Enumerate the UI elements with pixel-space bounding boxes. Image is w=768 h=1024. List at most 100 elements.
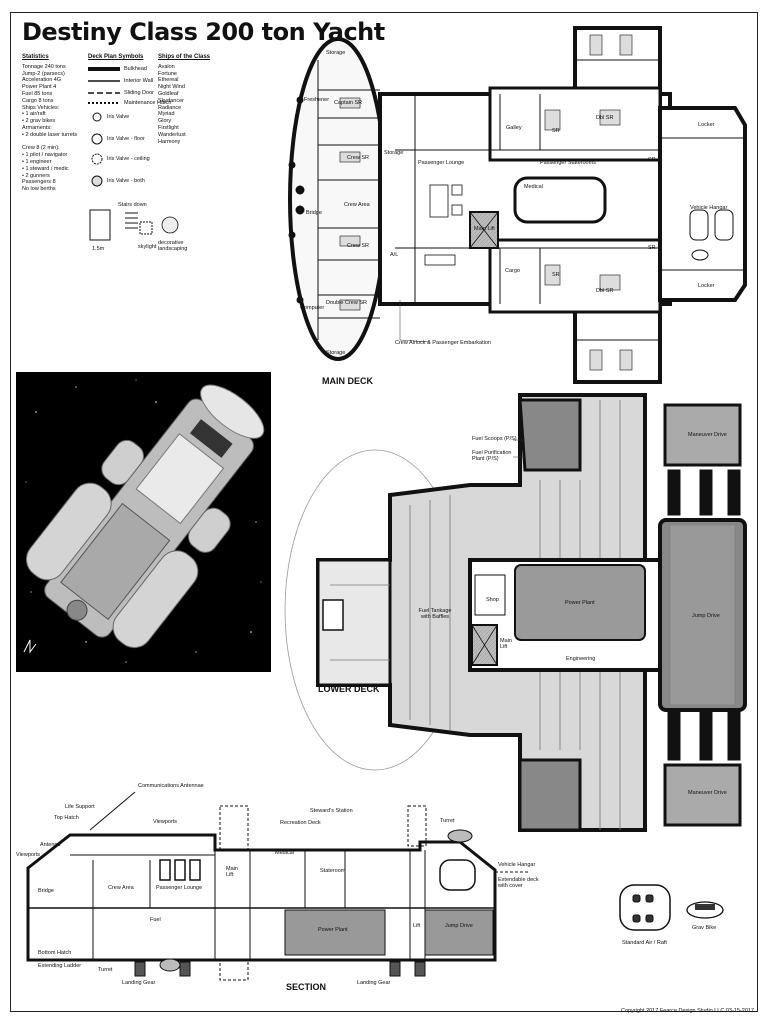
ship-name: Radiance — [158, 104, 182, 111]
callout-leaders — [399, 300, 525, 458]
room-label: SR — [648, 245, 656, 251]
room-label: Freshener — [304, 97, 330, 103]
callout-label: Fuel Purification Plant (P/S) — [472, 450, 512, 462]
section-label: Extending Ladder — [38, 963, 82, 969]
room-label: Crew SR — [347, 243, 370, 249]
ship-name: Glory — [158, 118, 172, 125]
copyright-text: Copyright 2017 Fearce Design Studio LLC … — [621, 1008, 754, 1014]
section-label: Viewports — [16, 852, 41, 858]
section-label: Life Support — [65, 804, 95, 810]
room-label: Captain SR — [334, 100, 363, 106]
room-label: SR — [552, 272, 560, 278]
room-label: SR — [648, 157, 656, 163]
statistics-line: Jump-2 (parsecs) — [22, 70, 65, 77]
symbol-label: skylight — [138, 244, 157, 250]
section-label: Top Hatch — [54, 815, 79, 821]
symbol-label: Iris Valve - both — [107, 178, 145, 184]
section-label: Turret — [98, 967, 113, 973]
section-label: Antenna — [40, 842, 61, 848]
symbol-label: 1.5m — [92, 246, 105, 252]
room-label: SR — [552, 128, 560, 134]
room-label: Storage — [326, 350, 346, 356]
ships-heading: Ships of the Class — [158, 54, 211, 60]
section-view — [26, 791, 530, 981]
room-label: Storage — [326, 50, 346, 56]
statistics-line: • 1 pilot / navigator — [22, 152, 68, 159]
room-label: Double Crew SR — [326, 300, 367, 306]
callout-label: Crew Airlock & Passenger Embarkation — [395, 340, 491, 346]
symbol-label: Iris Valve - floor — [107, 136, 145, 142]
section-label: Lift — [413, 923, 421, 929]
main-deck-title: MAIN DECK — [322, 376, 373, 386]
room-label: Medical — [524, 184, 543, 190]
callout-label: Fuel Scoops (P/S) — [472, 436, 517, 442]
symbols-block: Deck Plan Symbols — [88, 54, 158, 64]
ship-name: Night Wind — [158, 84, 185, 91]
vehicle-icons — [619, 884, 724, 931]
section-label: Viewports — [153, 819, 178, 825]
ship-name: Goldleaf — [158, 90, 179, 97]
room-label: Engineering — [566, 656, 596, 662]
vehicle-label: Standard Air / Raft — [622, 940, 667, 946]
ship-name: Wanderlust — [158, 131, 186, 138]
room-label: Dbl SR — [596, 115, 614, 121]
room-label: A/L — [390, 252, 399, 258]
section-label: Jump Drive — [445, 923, 473, 929]
section-label: Crew Area — [108, 885, 134, 891]
symbol-swatches — [88, 67, 179, 241]
section-label: Communications Antennae — [138, 783, 204, 789]
symbol-label: Maintenance Hatch — [124, 100, 172, 106]
symbol-label: decorative landscaping — [158, 240, 188, 252]
ship-name: Fortune — [158, 70, 177, 77]
section-label: Extendable deck with cover — [498, 877, 539, 889]
ship-name: Harmony — [158, 138, 181, 145]
statistics-line: Power Plant 4 — [22, 84, 57, 91]
ship-name: Ethereal — [158, 77, 179, 84]
room-label: Galley — [506, 125, 522, 131]
statistics-line: Acceleration 4G — [22, 77, 62, 84]
section-label: Main Lift — [226, 866, 238, 878]
room-label: Maneuver Drive — [688, 432, 727, 438]
vehicle-label: Grav Bike — [692, 925, 717, 931]
statistics-line: • 1 air/raft — [22, 111, 46, 118]
ship-render-image — [16, 372, 271, 672]
symbol-label: Iris Valve - ceiling — [107, 156, 150, 162]
room-label: Main Lift — [500, 638, 512, 650]
section-label: Passenger Lounge — [156, 885, 203, 891]
room-label: Crew Area — [344, 202, 370, 208]
section-label: Turret — [440, 818, 455, 824]
page-frame — [10, 12, 758, 1012]
section-label: Recreation Deck — [280, 820, 321, 826]
section-label: Steward's Station — [310, 808, 353, 814]
section-label: Vehicle Hangar — [498, 862, 536, 868]
statistics-line: • 1 engineer — [22, 158, 52, 165]
statistics-line: Tonnage 240 tons — [22, 63, 66, 70]
ship-name: Skydancer — [158, 97, 184, 104]
statistics-line: • 2 grav bikes — [22, 118, 56, 125]
room-label: Crew SR — [347, 155, 370, 161]
section-title: SECTION — [286, 982, 327, 992]
room-label: Main Lift — [474, 226, 495, 232]
section-label: Medical — [275, 850, 294, 856]
room-label: Passenger Lounge — [418, 160, 465, 166]
symbol-label: Sliding Door — [124, 90, 154, 96]
ship-name: Firstlight — [158, 124, 179, 131]
room-label: Cargo — [505, 268, 520, 274]
statistics-line: Ships Vehicles: — [22, 104, 60, 111]
statistics-line: Armaments: — [22, 124, 52, 131]
main-deck-plan — [288, 26, 747, 384]
room-label: Storage — [384, 150, 404, 156]
room-label: Vehicle Hangar — [690, 205, 728, 211]
statistics-heading: Statistics — [22, 54, 49, 60]
ship-name: Avalon — [158, 63, 175, 70]
room-label: Locker — [698, 283, 715, 289]
section-label: Power Plant — [318, 927, 348, 933]
room-label: Locker — [698, 122, 715, 128]
section-label: Stateroom — [320, 868, 346, 874]
statistics-line: Crew 8 (2 min): — [22, 145, 60, 152]
statistics-line: • 1 steward / medic — [22, 165, 69, 172]
room-label: Maneuver Drive — [688, 790, 727, 796]
